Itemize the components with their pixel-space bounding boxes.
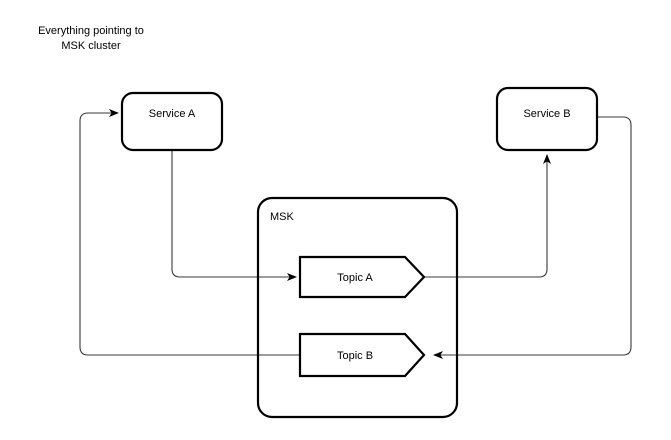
node-service-b-label: Service B [523,108,570,120]
edge-topic-a-to-service-b[interactable] [424,154,551,278]
node-topic-b-label: Topic B [337,350,373,362]
node-topic-b[interactable]: Topic B [298,332,426,378]
node-service-b[interactable]: Service B [495,86,599,152]
node-topic-a-label: Topic A [337,272,373,284]
msk-container[interactable]: MSK [256,196,459,419]
edge-service-a-to-topic-a[interactable] [171,150,297,281]
node-service-a[interactable]: Service A [120,91,224,152]
node-service-a-label: Service A [149,108,196,120]
node-topic-a[interactable]: Topic A [298,255,426,299]
msk-container-label: MSK [270,211,295,223]
edge-service-b-to-topic-b[interactable] [433,116,632,359]
diagram-note: Everything pointing to MSK cluster [38,25,144,52]
edge-topic-b-to-service-a[interactable] [79,109,300,356]
